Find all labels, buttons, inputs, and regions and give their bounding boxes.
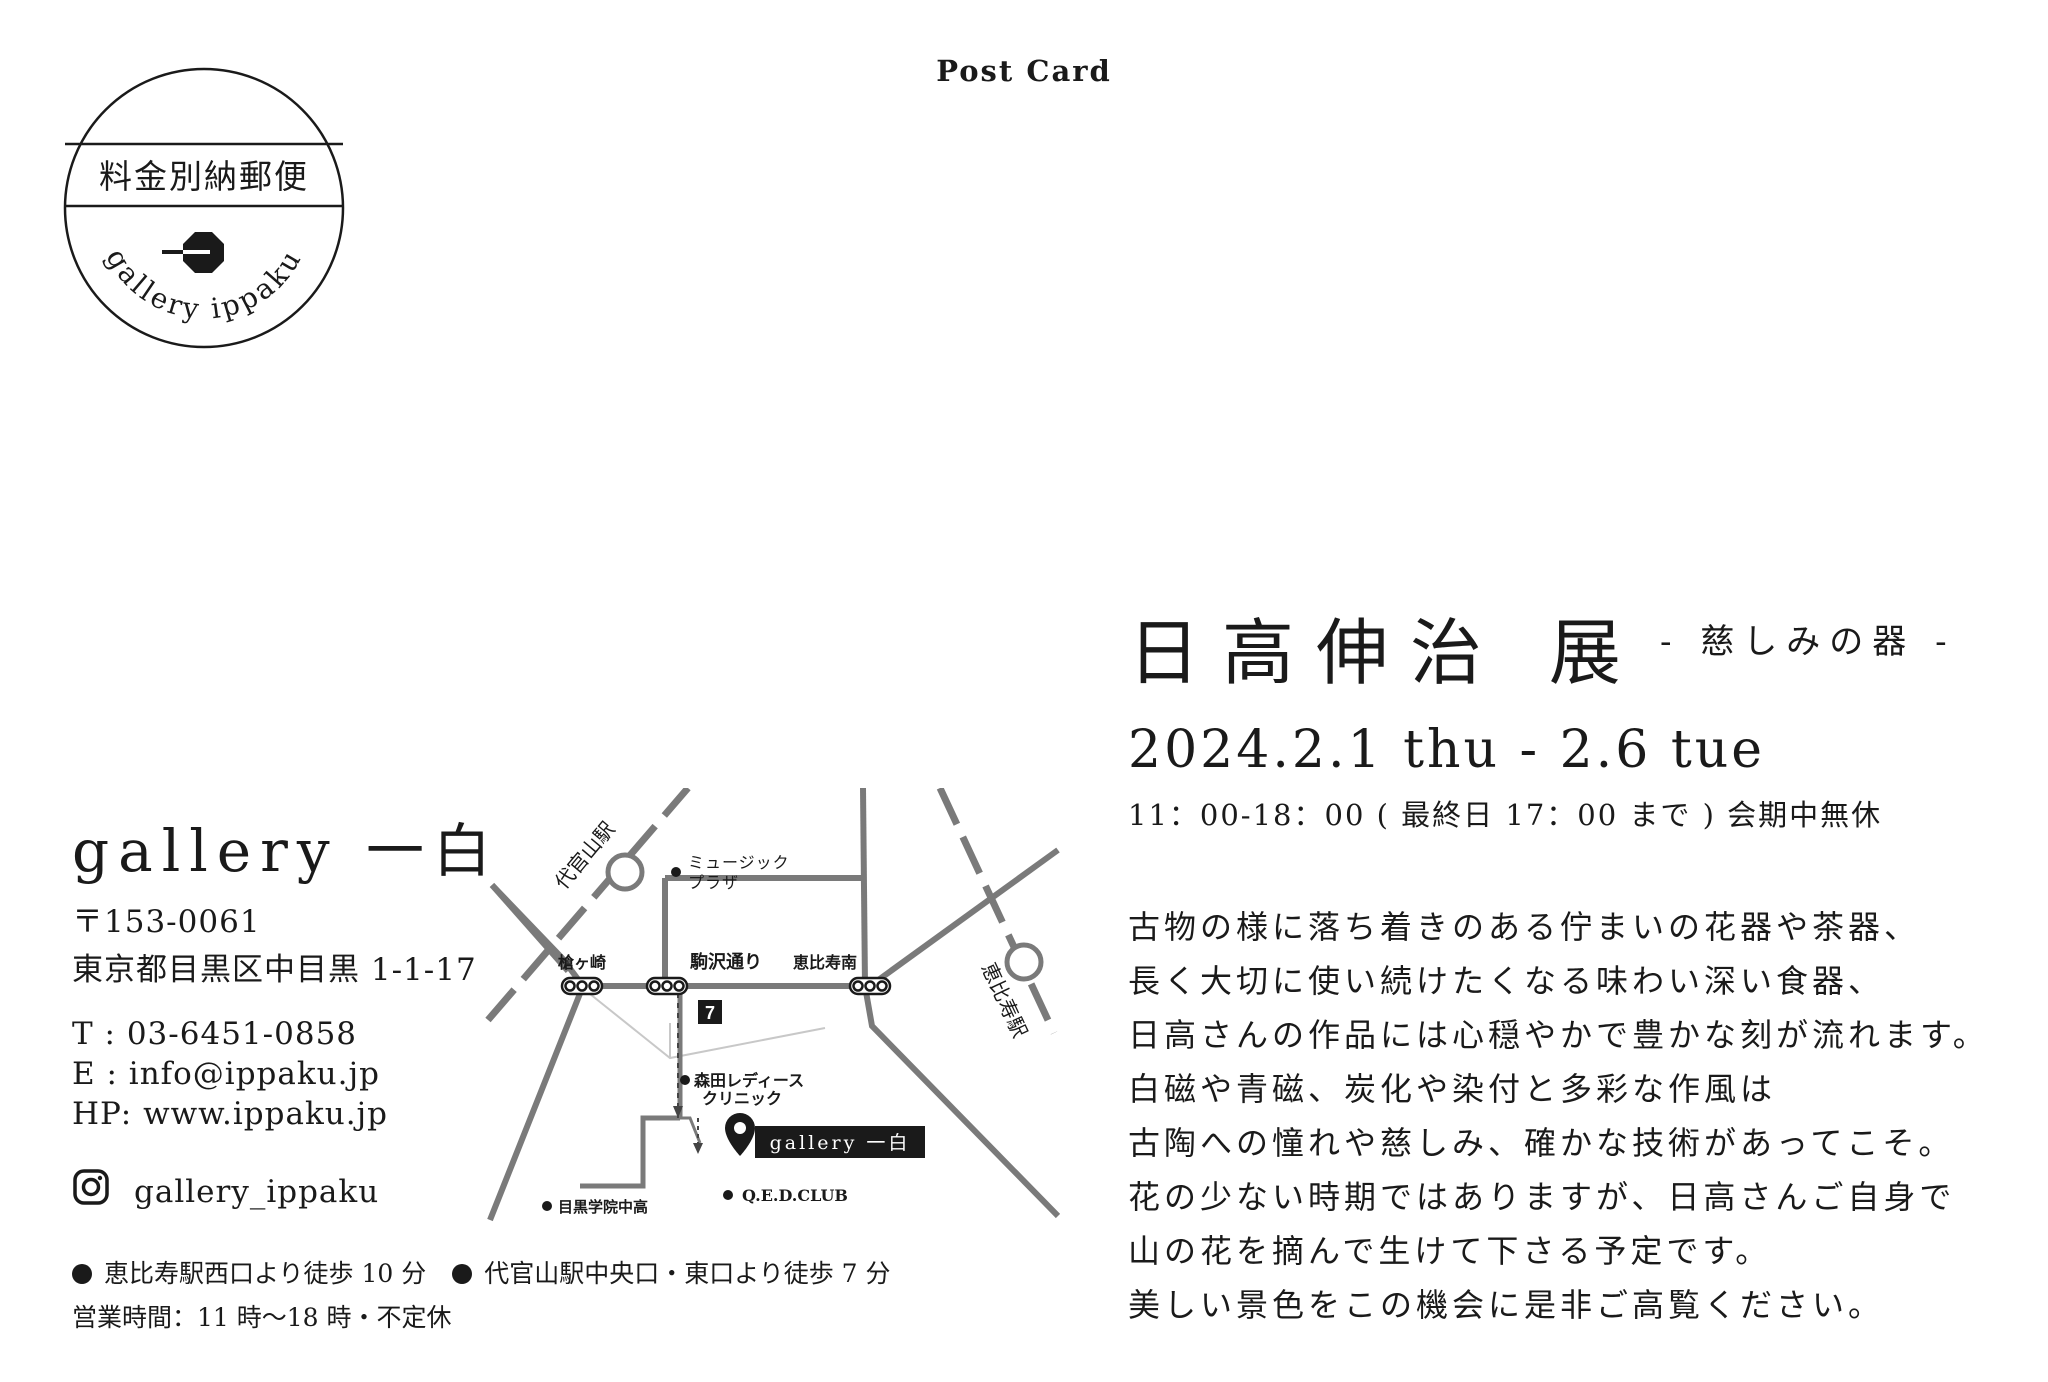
- email-address[interactable]: E : info@ippaku.jp: [72, 1056, 380, 1092]
- landmark-dot: [671, 867, 681, 877]
- map-label-clinic-2: クリニック: [702, 1089, 782, 1108]
- map-label-hinokizaka: 槍ヶ崎: [558, 953, 606, 972]
- exhibition-title: 日高伸治 展: [1128, 611, 1643, 695]
- access-map: 7 代官山駅 恵比寿駅 ミュージック プラザ 槍ヶ崎 駒沢通り 恵比寿南 森田レ…: [485, 788, 1060, 1222]
- stamp-label: 料金別納郵便: [99, 157, 309, 196]
- instagram-handle[interactable]: gallery_ippaku: [134, 1174, 380, 1210]
- convenience-store-icon: 7: [698, 1000, 722, 1024]
- map-label-ebisu-minami: 恵比寿南: [793, 953, 857, 972]
- map-label-meguro-gakuin: 目黒学院中高: [558, 1198, 648, 1216]
- bullet-icon: [72, 1264, 92, 1284]
- map-label-music-plaza-2: プラザ: [688, 873, 739, 892]
- map-label-gallery: gallery 一白: [770, 1132, 911, 1154]
- svg-text:7: 7: [705, 1003, 715, 1023]
- postcard-header: Post Card: [936, 54, 1112, 88]
- map-label-qed: Q.E.D.CLUB: [742, 1186, 848, 1205]
- description-line: 日高さんの作品には心穏やかで豊かな刻が流れます。: [1128, 1016, 1989, 1054]
- description-line: 山の花を摘んで生けて下さる予定です。: [1128, 1232, 1772, 1270]
- gallery-location-pin-icon: [725, 1113, 755, 1156]
- landmark-dot: [542, 1201, 552, 1211]
- access-directions: 恵比寿駅西口より徒歩 10 分 代官山駅中央口・東口より徒歩 7 分: [72, 1254, 891, 1290]
- description-line: 白磁や青磁、炭化や染付と多彩な作風は: [1128, 1070, 1777, 1108]
- description-line: 古陶への憧れや慈しみ、確かな技術があってこそ。: [1128, 1124, 1955, 1162]
- description-line: 古物の様に落ち着きのある佇まいの花器や茶器、: [1128, 908, 1921, 946]
- map-label-music-plaza-1: ミュージック: [688, 853, 790, 872]
- postage-stamp: gallery ippaku: [63, 67, 345, 349]
- bullet-icon: [452, 1264, 473, 1284]
- traffic-light-icon: [560, 976, 892, 996]
- exhibition-subtitle: - 慈しみの器 -: [1660, 622, 1956, 662]
- landmark-dot: [680, 1075, 690, 1085]
- description-line: 花の少ない時期ではありますが、日高さんご自身で: [1128, 1178, 1956, 1216]
- exhibition-dates: 2024.2.1 thu - 2.6 tue: [1128, 720, 1765, 780]
- postal-code: 〒153-0061: [72, 904, 261, 940]
- instagram-icon: [73, 1169, 109, 1205]
- access-daikanyama: 代官山駅中央口・東口より徒歩 7 分: [484, 1259, 891, 1288]
- address: 東京都目黒区中目黒 1-1-17: [72, 952, 477, 988]
- access-ebisu: 恵比寿駅西口より徒歩 10 分: [104, 1259, 427, 1288]
- landmark-dot: [723, 1190, 733, 1200]
- phone-number: T : 03-6451-0858: [72, 1016, 358, 1052]
- gallery-logo-icon: [162, 232, 224, 273]
- exhibition-hours: 11：00-18：00 ( 最終日 17：00 まで ) 会期中無休: [1128, 798, 1883, 832]
- map-label-komazawa: 駒沢通り: [690, 951, 762, 973]
- description-line: 長く大切に使い続けたくなる味わい深い食器、: [1128, 962, 1885, 1000]
- description-line: 美しい景色をこの機会に是非ご高覧ください。: [1128, 1286, 1885, 1324]
- gallery-label-box: [755, 1126, 925, 1158]
- gallery-name: gallery 一白: [72, 817, 501, 885]
- map-label-clinic-1: 森田レディース: [694, 1071, 804, 1090]
- exhibition-description: 古物の様に落ち着きのある佇まいの花器や茶器、 長く大切に使い続けたくなる味わい深…: [1128, 900, 1989, 1332]
- business-hours: 営業時間：11 時〜18 時・不定休: [72, 1303, 452, 1332]
- website-url[interactable]: HP: www.ippaku.jp: [72, 1096, 389, 1132]
